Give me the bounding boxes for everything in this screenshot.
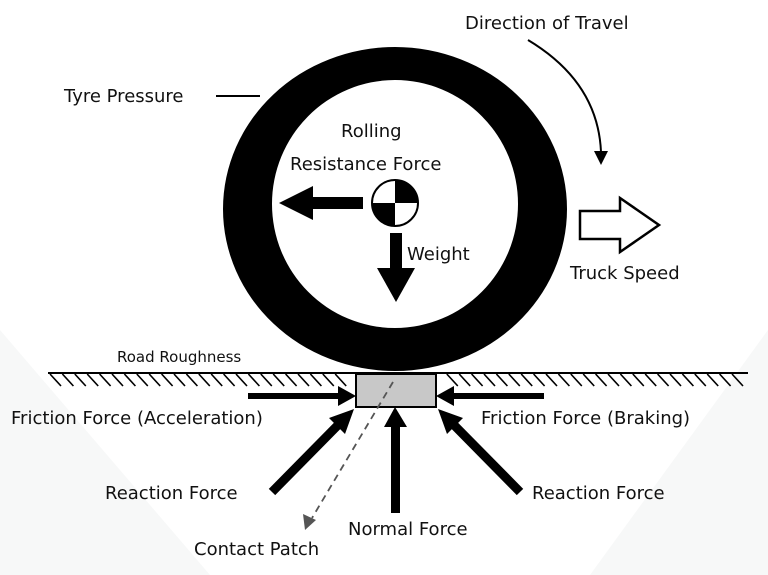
contact-patch-pointer-arrowhead <box>303 514 316 530</box>
road-hatch-mark <box>557 373 570 387</box>
reaction-force-right-arrow <box>438 409 524 496</box>
road-hatch-mark <box>49 373 62 387</box>
road-hatch-mark <box>322 373 335 387</box>
road-hatch-mark <box>61 373 74 387</box>
road-hatch-mark <box>334 373 347 387</box>
road-hatch-mark <box>99 373 112 387</box>
road-surface <box>48 372 748 387</box>
road-hatch-mark <box>210 373 223 387</box>
road-hatch-mark <box>173 373 186 387</box>
background-shade-left <box>0 330 210 575</box>
road-hatch-mark <box>694 373 707 387</box>
road-hatch-mark <box>111 373 124 387</box>
road-hatch-mark <box>731 373 744 387</box>
direction-of-travel-curve <box>527 39 602 153</box>
friction-braking-arrow <box>436 386 544 406</box>
road-hatch-mark <box>681 373 694 387</box>
road-hatch-mark <box>86 373 99 387</box>
road-hatch-mark <box>161 373 174 387</box>
truck-speed-label: Truck Speed <box>569 263 680 284</box>
road-hatch-mark <box>235 373 248 387</box>
road-hatch-mark <box>223 373 236 387</box>
road-hatch-mark <box>533 373 546 387</box>
road-hatch-mark <box>545 373 558 387</box>
road-hatch-mark <box>136 373 149 387</box>
road-hatch-mark <box>595 373 608 387</box>
road-hatch-mark <box>148 373 161 387</box>
rolling-label: Rolling <box>341 121 402 142</box>
reaction-force-right-label: Reaction Force <box>532 483 665 504</box>
road-hatch-mark <box>74 373 87 387</box>
friction-braking-label: Friction Force (Braking) <box>481 408 690 429</box>
road-hatch-mark <box>632 373 645 387</box>
friction-acceleration-arrow <box>248 386 356 406</box>
weight-label: Weight <box>407 244 470 265</box>
road-hatch-mark <box>297 373 310 387</box>
road-hatch-mark <box>657 373 670 387</box>
center-of-gravity-icon <box>371 179 419 227</box>
road-hatch-mark <box>309 373 322 387</box>
normal-force-arrow <box>384 407 407 513</box>
reaction-force-left-arrow <box>268 409 354 496</box>
road-hatch-mark <box>247 373 260 387</box>
road-hatch-mark <box>458 373 471 387</box>
road-hatch-mark <box>272 373 285 387</box>
road-hatch-mark <box>495 373 508 387</box>
road-hatch-mark <box>185 373 198 387</box>
road-hatch-mark <box>619 373 632 387</box>
contact-patch-label: Contact Patch <box>194 539 319 560</box>
weight-arrow <box>377 233 415 302</box>
road-hatch-mark <box>198 373 211 387</box>
road-hatch-mark <box>483 373 496 387</box>
reaction-force-left-label: Reaction Force <box>105 483 238 504</box>
resistance-force-label: Resistance Force <box>290 154 441 175</box>
road-hatch-mark <box>471 373 484 387</box>
road-hatch-mark <box>644 373 657 387</box>
road-hatch-mark <box>669 373 682 387</box>
friction-acceleration-label: Friction Force (Acceleration) <box>11 408 263 429</box>
truck-speed-arrow <box>578 195 662 255</box>
background-shade-right <box>590 330 768 575</box>
road-hatch-mark <box>719 373 732 387</box>
road-hatch-mark <box>508 373 521 387</box>
road-hatching <box>49 373 744 387</box>
road-hatch-mark <box>607 373 620 387</box>
road-hatch-mark <box>520 373 533 387</box>
road-hatch-mark <box>123 373 136 387</box>
tyre-pressure-label: Tyre Pressure <box>63 86 184 107</box>
rolling-resistance-arrow <box>279 186 363 220</box>
direction-of-travel-label: Direction of Travel <box>465 13 629 34</box>
direction-of-travel-arrowhead <box>594 151 608 165</box>
road-roughness-label: Road Roughness <box>117 348 241 366</box>
road-hatch-mark <box>446 373 459 387</box>
road-hatch-mark <box>582 373 595 387</box>
road-hatch-mark <box>706 373 719 387</box>
road-hatch-mark <box>285 373 298 387</box>
normal-force-label: Normal Force <box>348 519 468 540</box>
road-hatch-mark <box>570 373 583 387</box>
road-hatch-mark <box>260 373 273 387</box>
contact-patch-box <box>355 373 437 408</box>
contact-patch-pointer-dashed <box>311 381 394 519</box>
